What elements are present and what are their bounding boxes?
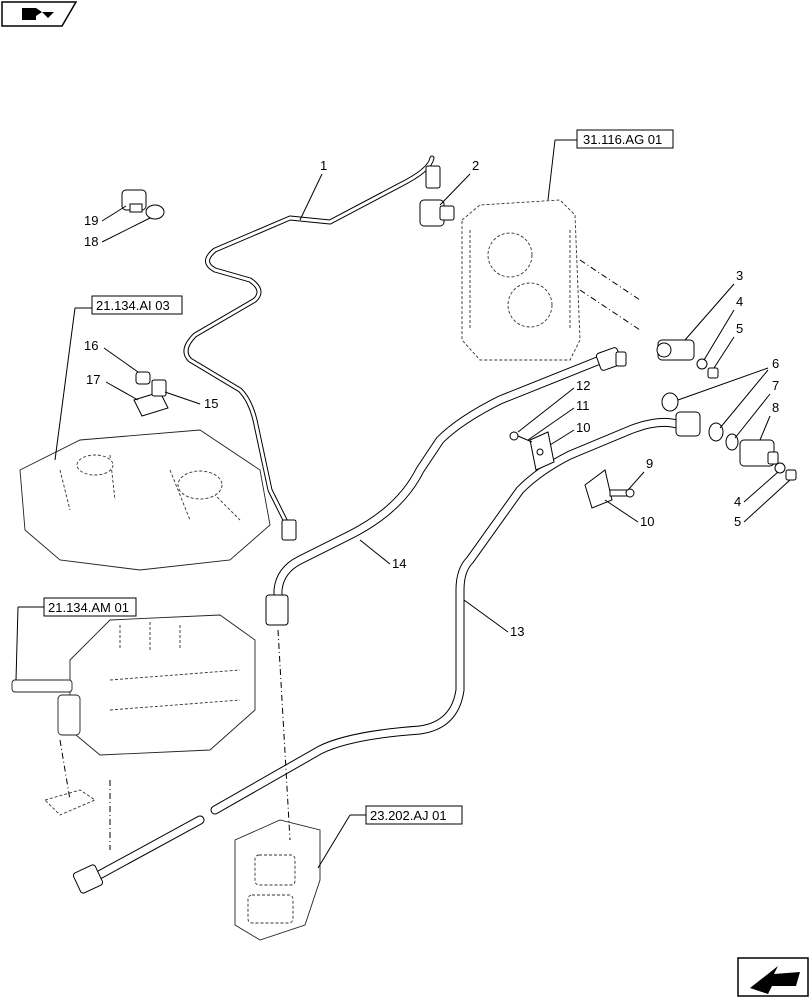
svg-text:10: 10	[576, 420, 590, 435]
bracket-17[interactable]	[133, 391, 169, 417]
bolt-9[interactable]	[609, 488, 635, 498]
svg-text:9: 9	[646, 456, 653, 471]
svg-text:12: 12	[576, 378, 590, 393]
svg-text:19: 19	[84, 213, 98, 228]
callout-11[interactable]: 11	[527, 398, 590, 441]
svg-text:16: 16	[84, 338, 98, 353]
ref-valve-block-top[interactable]: 21.134.AI 03	[54, 295, 183, 461]
svg-text:13: 13	[510, 624, 524, 639]
o-ring-6[interactable]	[661, 392, 724, 442]
pipe-1[interactable]	[183, 155, 441, 541]
callout-10-lower[interactable]: 10	[604, 499, 654, 529]
svg-text:5: 5	[736, 321, 743, 336]
callout-15[interactable]: 15	[164, 391, 218, 411]
bolt-12[interactable]	[509, 431, 533, 443]
seal-4-upper[interactable]	[696, 358, 708, 370]
svg-text:21.134.AI 03: 21.134.AI 03	[96, 298, 170, 313]
plug-5-lower[interactable]	[785, 469, 797, 481]
ref-transmission-housing[interactable]: 31.116.AG 01	[547, 129, 674, 201]
callout-9[interactable]: 9	[627, 456, 653, 491]
ref-lower-valve[interactable]: 23.202.AJ 01	[317, 805, 463, 869]
next-page-arrow-icon[interactable]	[737, 957, 809, 997]
callout-5-lower[interactable]: 5	[734, 479, 791, 529]
clamp-10-upper[interactable]	[529, 431, 555, 471]
svg-text:3: 3	[736, 268, 743, 283]
svg-text:1: 1	[320, 158, 327, 173]
svg-text:17: 17	[86, 372, 100, 387]
fitting-3[interactable]	[656, 339, 695, 361]
svg-text:4: 4	[734, 494, 741, 509]
ref-control-valve[interactable]: 21.134.AM 01	[15, 597, 137, 681]
callout-5-upper[interactable]: 5	[713, 321, 743, 369]
callout-8[interactable]: 8	[759, 400, 779, 441]
plug-19[interactable]	[121, 189, 147, 213]
callout-19[interactable]: 19	[84, 205, 127, 228]
callout-17[interactable]: 17	[86, 372, 139, 401]
svg-text:21.134.AM 01: 21.134.AM 01	[48, 600, 129, 615]
svg-text:18: 18	[84, 234, 98, 249]
svg-text:31.116.AG 01: 31.116.AG 01	[583, 132, 662, 147]
callout-18[interactable]: 18	[84, 217, 151, 249]
clip-15[interactable]	[151, 379, 167, 397]
lower-valve-assembly	[234, 819, 321, 941]
callout-12[interactable]: 12	[517, 378, 590, 433]
svg-text:11: 11	[576, 398, 590, 413]
valve-block-housing	[19, 429, 271, 571]
callout-13[interactable]: 13	[463, 599, 524, 639]
pipe-13[interactable]	[72, 411, 701, 894]
callout-7[interactable]: 7	[734, 378, 779, 439]
svg-text:8: 8	[772, 400, 779, 415]
adapter-8[interactable]	[739, 439, 779, 467]
clamp-10-lower[interactable]	[584, 469, 613, 509]
svg-text:7: 7	[772, 378, 779, 393]
callout-14[interactable]: 14	[359, 539, 406, 571]
callout-10-upper[interactable]: 10	[549, 420, 590, 446]
svg-text:10: 10	[640, 514, 654, 529]
callout-4-upper[interactable]: 4	[703, 294, 743, 361]
svg-text:2: 2	[472, 158, 479, 173]
callout-2[interactable]: 2	[439, 158, 479, 206]
control-valve-assembly	[11, 614, 256, 816]
svg-text:14: 14	[392, 556, 406, 571]
svg-text:5: 5	[734, 514, 741, 529]
book-navigation-icon[interactable]	[1, 1, 78, 27]
pipe-14[interactable]	[265, 347, 627, 626]
svg-text:23.202.AJ 01: 23.202.AJ 01	[370, 808, 447, 823]
svg-text:4: 4	[736, 294, 743, 309]
callout-4-lower[interactable]: 4	[734, 471, 779, 509]
svg-text:6: 6	[772, 356, 779, 371]
svg-text:15: 15	[204, 396, 218, 411]
callout-3[interactable]: 3	[684, 268, 743, 341]
callout-16[interactable]: 16	[84, 338, 139, 373]
plug-16[interactable]	[135, 371, 151, 385]
transmission-housing	[461, 199, 641, 361]
callout-6[interactable]: 6	[677, 356, 779, 429]
elbow-fitting-2[interactable]	[419, 199, 455, 227]
o-ring-18[interactable]	[145, 204, 165, 220]
plug-5-upper[interactable]	[707, 367, 719, 379]
callout-1[interactable]: 1	[299, 158, 327, 221]
seal-4-lower[interactable]	[774, 462, 786, 474]
